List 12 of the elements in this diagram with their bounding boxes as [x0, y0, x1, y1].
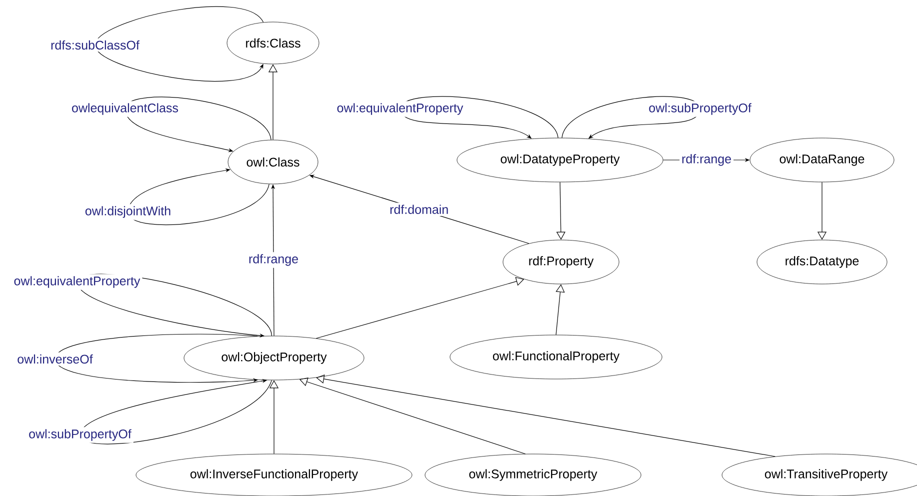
edge-label: owl:equivalentProperty: [12, 274, 142, 290]
edge-label: rdf:range: [680, 152, 734, 168]
edge-label: owl:disjointWith: [82, 204, 174, 220]
edge-label: owl:subPropertyOf: [646, 101, 754, 117]
edge-label: rdf:range: [246, 252, 301, 268]
edge-label: rdf:domain: [388, 202, 451, 216]
edge-label: rdfs:subClassOf: [48, 38, 142, 52]
edge-label: owl:subPropertyOf: [26, 427, 134, 443]
loop-arrow: [128, 168, 270, 226]
edge-label: owlequivalentClass: [70, 101, 180, 117]
edge-label: owl:equivalentProperty: [334, 101, 466, 117]
edge-label: owl:inverseOf: [15, 352, 95, 366]
